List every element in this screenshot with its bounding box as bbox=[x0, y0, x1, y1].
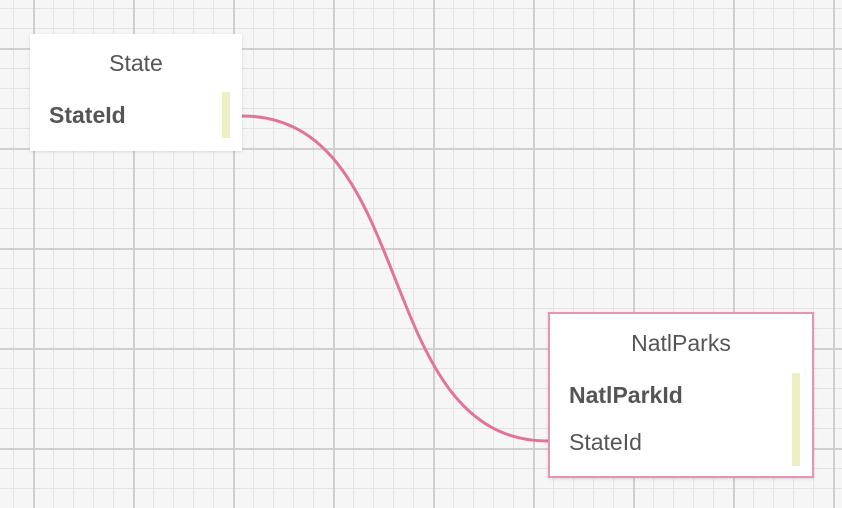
entity-title: NatlParks bbox=[631, 330, 731, 356]
entity-natlparks[interactable]: NatlParks NatlParkId StateId bbox=[548, 312, 814, 478]
relationship-connector-state-to-natlparks[interactable] bbox=[241, 114, 549, 443]
entity-state[interactable]: State StateId bbox=[30, 34, 242, 151]
field-natlparkid-primary-key[interactable]: NatlParkId bbox=[569, 382, 683, 408]
connection-port[interactable] bbox=[222, 92, 230, 138]
entity-title: State bbox=[109, 50, 163, 76]
connection-port[interactable] bbox=[792, 373, 800, 466]
field-stateid-foreign-key[interactable]: StateId bbox=[569, 429, 642, 455]
field-stateid-primary-key[interactable]: StateId bbox=[49, 102, 126, 128]
